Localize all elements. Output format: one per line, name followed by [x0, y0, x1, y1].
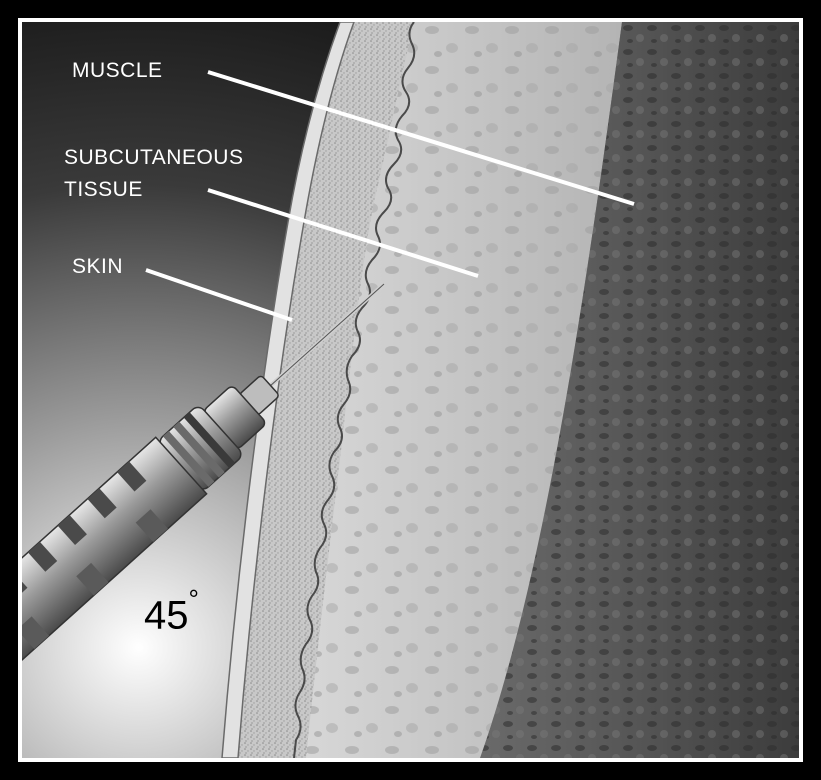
angle-value: 45 — [144, 593, 189, 637]
subcutaneous-label-line1: SUBCUTANEOUS — [64, 146, 243, 170]
skin-label: SKIN — [72, 255, 123, 279]
subcutaneous-label-line2: TISSUE — [64, 178, 143, 202]
muscle-label: MUSCLE — [72, 59, 163, 83]
angle-degree-symbol: ° — [189, 584, 199, 614]
injection-angle-label: 45° — [144, 590, 199, 638]
injection-cross-section — [22, 22, 799, 758]
illustration-frame: MUSCLE SUBCUTANEOUS TISSUE SKIN 45° — [18, 18, 803, 762]
